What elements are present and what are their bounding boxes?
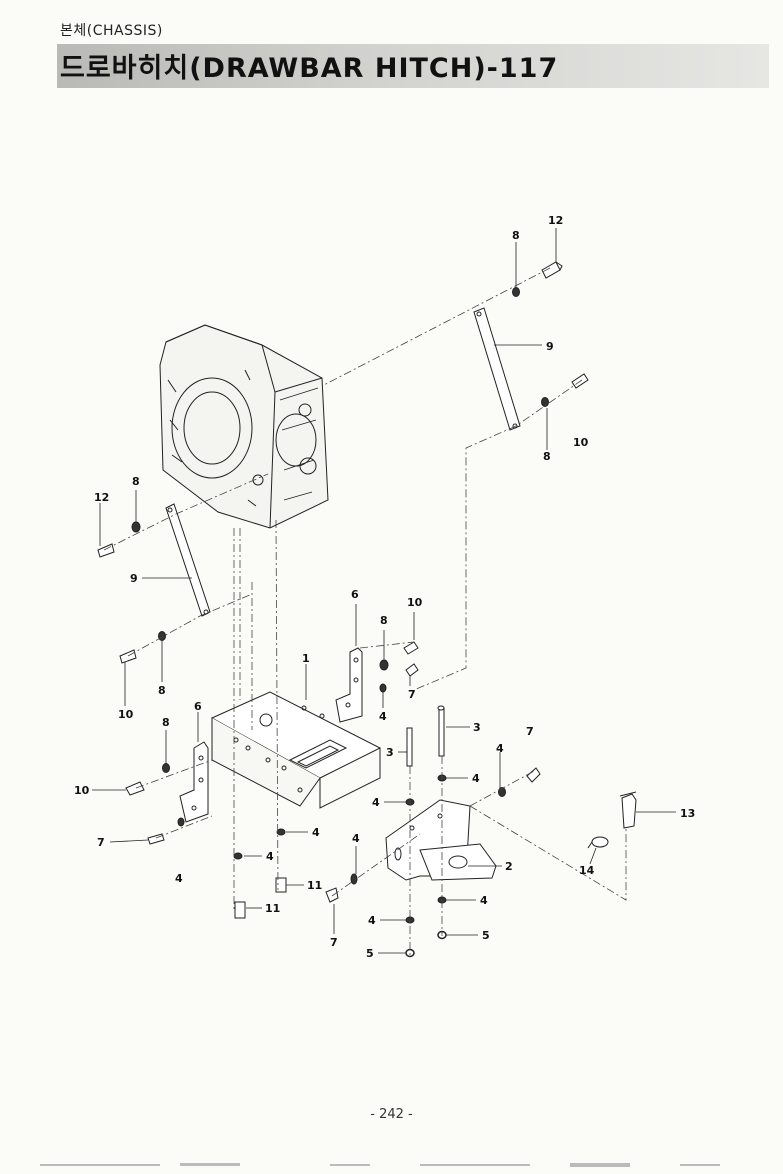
washer-8-left-top [131, 521, 141, 533]
page-number: - 242 - [370, 1107, 413, 1122]
transmission-housing [159, 324, 329, 529]
washer-8-right [541, 397, 549, 407]
callouts: 12 8 9 10 8 12 8 9 6 10 8 1 8 7 10 4 6 8… [74, 214, 695, 960]
assembly-lines [103, 267, 627, 955]
callout-8: 8 [158, 684, 166, 697]
bolt-11-a [275, 877, 287, 893]
washer-8-bracket-right [379, 659, 389, 671]
scan-edge-marks [40, 1163, 720, 1167]
washer-4-bracket-left [177, 817, 185, 827]
callout-7: 7 [526, 725, 534, 738]
stay-bar-right [473, 307, 521, 431]
drawbar-2 [385, 799, 497, 881]
callout-11: 11 [307, 879, 322, 892]
stay-bar-left [165, 503, 211, 617]
callout-10: 10 [407, 596, 423, 609]
callout-7: 7 [408, 688, 416, 701]
callout-8: 8 [543, 450, 551, 463]
bolt-7-lower [325, 887, 339, 903]
bolt-10-left [119, 649, 137, 664]
bolt-7-bracket-right [405, 663, 419, 677]
title-bar [57, 44, 769, 88]
washer-8-bracket-left [162, 763, 170, 773]
callout-11: 11 [265, 902, 280, 915]
callout-13: 13 [680, 807, 695, 820]
callout-14: 14 [579, 864, 595, 877]
callout-8: 8 [132, 475, 140, 488]
callout-4: 4 [368, 914, 376, 927]
bolt-10-bracket-right [403, 641, 419, 655]
callout-1: 1 [302, 652, 310, 665]
callout-8: 8 [162, 716, 170, 729]
clip-14 [587, 836, 609, 849]
callout-4: 4 [266, 850, 274, 863]
callout-4: 4 [352, 832, 360, 845]
callout-6: 6 [351, 588, 359, 601]
callout-4: 4 [379, 710, 387, 723]
callout-7: 7 [97, 836, 105, 849]
bolt-7-right [526, 767, 541, 783]
leader-lines [92, 228, 676, 954]
callout-4: 4 [472, 772, 480, 785]
section-label: 본체(CHASSIS) [60, 23, 163, 39]
bolt-10-bracket-left [125, 781, 145, 796]
callout-8: 8 [380, 614, 388, 627]
bracket-6-left [179, 741, 209, 823]
callout-4: 4 [312, 826, 320, 839]
pin-13 [619, 791, 637, 829]
washer-4-c [276, 828, 286, 836]
callout-3: 3 [386, 746, 394, 759]
bolt-11-b [234, 901, 246, 919]
callout-2: 2 [505, 860, 513, 873]
callout-5: 5 [366, 947, 374, 960]
callout-10: 10 [118, 708, 134, 721]
washer-8-left [158, 631, 166, 641]
callout-12: 12 [94, 491, 109, 504]
callout-10: 10 [573, 436, 589, 449]
bolt-12-right [541, 261, 563, 279]
pin-3-right-head [437, 705, 445, 711]
washer-4-d [233, 852, 243, 860]
callout-9: 9 [546, 340, 554, 353]
pin-3-left [406, 727, 413, 767]
drawbar-support-1 [210, 691, 382, 809]
bracket-6-right [335, 647, 363, 723]
washer-8-top-right [512, 287, 520, 297]
page-title: 드로바히치(DRAWBAR HITCH)-117 [60, 53, 559, 84]
callout-8: 8 [512, 229, 520, 242]
pin-3-right [438, 707, 445, 757]
callout-10: 10 [74, 784, 90, 797]
callout-12: 12 [548, 214, 563, 227]
callout-4: 4 [496, 742, 504, 755]
callout-7: 7 [330, 936, 338, 949]
washer-4-e [350, 873, 358, 885]
callout-3: 3 [473, 721, 481, 734]
callout-9: 9 [130, 572, 138, 585]
washer-4-bracket-right [379, 683, 387, 693]
callout-4: 4 [372, 796, 380, 809]
callout-4: 4 [175, 872, 183, 885]
callout-4: 4 [480, 894, 488, 907]
callout-5: 5 [482, 929, 490, 942]
callout-6: 6 [194, 700, 202, 713]
